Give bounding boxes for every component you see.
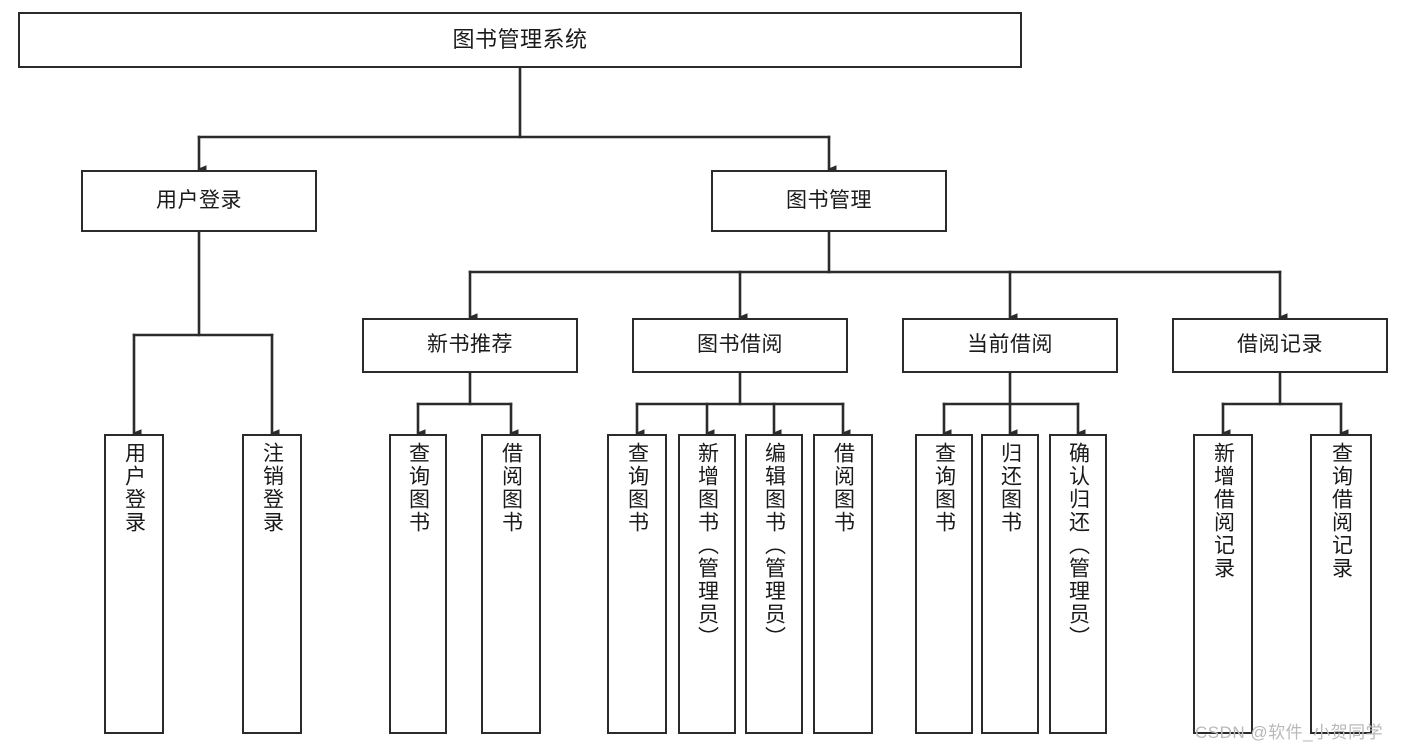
node-label-leaf-user-login: 用户登录 <box>122 442 146 534</box>
node-label-leaf-borrow-book-2: 借阅图书 <box>831 442 855 534</box>
node-new-book-rec[interactable]: 新书推荐 <box>362 318 578 373</box>
node-book-borrow[interactable]: 图书借阅 <box>632 318 848 373</box>
node-borrow-record[interactable]: 借阅记录 <box>1172 318 1388 373</box>
node-leaf-query-book-2[interactable]: 查询图书 <box>607 434 667 734</box>
node-label-new-book-rec: 新书推荐 <box>427 333 513 357</box>
node-leaf-borrow-book-2[interactable]: 借阅图书 <box>813 434 873 734</box>
node-label-leaf-confirm-return: 确认归还（管理员） <box>1066 442 1090 649</box>
watermark-text: CSDN @软件_小贺同学 <box>1195 723 1384 742</box>
node-leaf-edit-book[interactable]: 编辑图书（管理员） <box>745 434 803 734</box>
node-leaf-query-book-1[interactable]: 查询图书 <box>389 434 447 734</box>
node-root[interactable]: 图书管理系统 <box>18 12 1022 68</box>
node-leaf-user-logout[interactable]: 注销登录 <box>242 434 302 734</box>
node-label-current-borrow: 当前借阅 <box>967 333 1053 357</box>
node-label-leaf-borrow-book-1: 借阅图书 <box>499 442 523 534</box>
node-leaf-query-record[interactable]: 查询借阅记录 <box>1310 434 1372 734</box>
node-label-leaf-query-book-1: 查询图书 <box>406 442 430 534</box>
node-leaf-add-record[interactable]: 新增借阅记录 <box>1193 434 1253 734</box>
node-label-book-manage: 图书管理 <box>786 188 872 212</box>
node-current-borrow[interactable]: 当前借阅 <box>902 318 1118 373</box>
node-label-leaf-query-book-3: 查询图书 <box>932 442 956 534</box>
node-label-leaf-add-book: 新增图书（管理员） <box>695 442 719 649</box>
node-leaf-confirm-return[interactable]: 确认归还（管理员） <box>1049 434 1107 734</box>
node-label-leaf-edit-book: 编辑图书（管理员） <box>762 442 786 649</box>
node-user-login[interactable]: 用户登录 <box>81 170 317 232</box>
node-label-leaf-query-book-2: 查询图书 <box>625 442 649 534</box>
node-leaf-borrow-book-1[interactable]: 借阅图书 <box>481 434 541 734</box>
node-label-user-login: 用户登录 <box>156 188 242 212</box>
node-leaf-user-login[interactable]: 用户登录 <box>104 434 164 734</box>
node-leaf-return-book[interactable]: 归还图书 <box>981 434 1039 734</box>
node-book-manage[interactable]: 图书管理 <box>711 170 947 232</box>
node-label-leaf-add-record: 新增借阅记录 <box>1211 442 1235 580</box>
node-label-leaf-return-book: 归还图书 <box>998 442 1022 534</box>
node-label-leaf-query-record: 查询借阅记录 <box>1329 442 1353 580</box>
node-leaf-query-book-3[interactable]: 查询图书 <box>915 434 973 734</box>
node-label-root: 图书管理系统 <box>452 27 588 53</box>
node-label-leaf-user-logout: 注销登录 <box>260 442 284 534</box>
node-label-borrow-record: 借阅记录 <box>1237 333 1323 357</box>
node-leaf-add-book[interactable]: 新增图书（管理员） <box>678 434 736 734</box>
node-label-book-borrow: 图书借阅 <box>697 333 783 357</box>
